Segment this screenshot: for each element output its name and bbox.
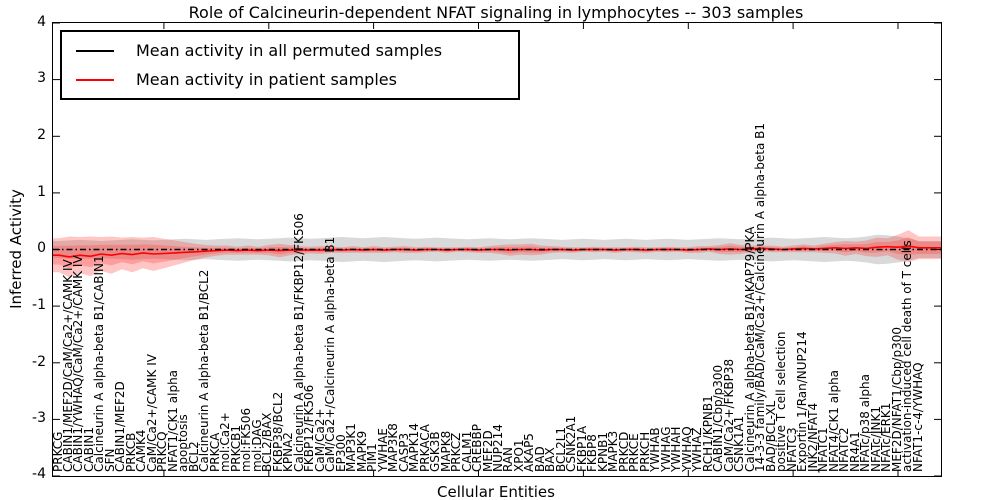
plot-svg bbox=[53, 23, 941, 476]
y-tick-label: -3 bbox=[32, 410, 46, 426]
patient-band-outer bbox=[53, 230, 941, 278]
y-tick-label: -4 bbox=[32, 466, 46, 482]
y-tick-label: 3 bbox=[37, 70, 46, 86]
y-tick-label: 0 bbox=[37, 240, 46, 256]
y-tick-label: 2 bbox=[37, 127, 46, 143]
permuted-line-swatch bbox=[76, 49, 114, 52]
plot-area bbox=[52, 22, 942, 477]
legend-row-patient: Mean activity in patient samples bbox=[62, 65, 518, 94]
y-tick-label: 4 bbox=[37, 14, 46, 30]
patient-line-swatch bbox=[76, 78, 114, 81]
y-tick-label: -1 bbox=[32, 297, 46, 313]
legend-row-permuted: Mean activity in all permuted samples bbox=[62, 36, 518, 65]
legend-label: Mean activity in all permuted samples bbox=[136, 41, 443, 60]
x-axis-label: Cellular Entities bbox=[437, 483, 555, 500]
legend-label: Mean activity in patient samples bbox=[136, 70, 397, 89]
chart-title: Role of Calcineurin-dependent NFAT signa… bbox=[188, 3, 804, 22]
y-tick-label: 1 bbox=[37, 184, 46, 200]
legend: Mean activity in all permuted samples Me… bbox=[60, 30, 520, 100]
y-tick-label: -2 bbox=[32, 354, 46, 370]
